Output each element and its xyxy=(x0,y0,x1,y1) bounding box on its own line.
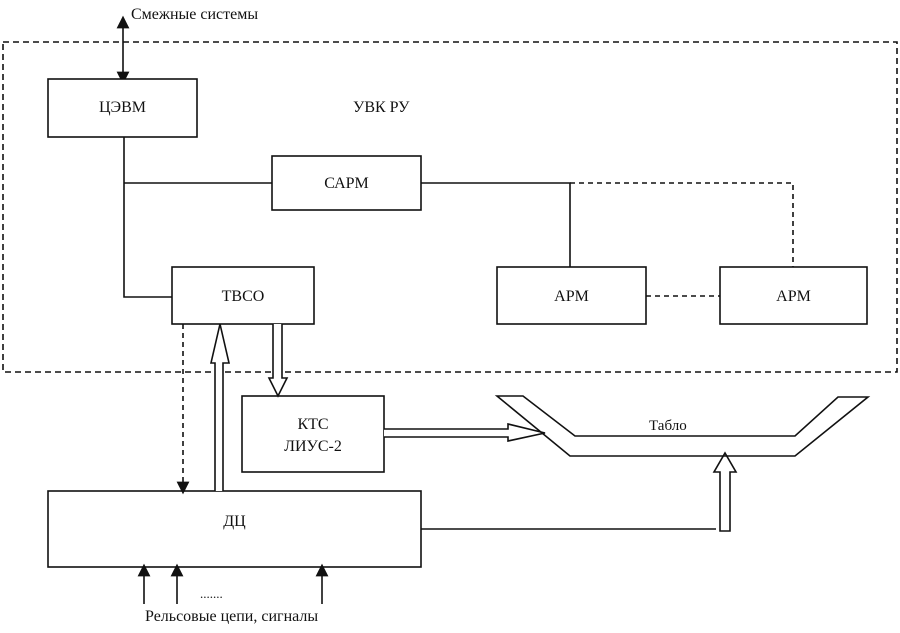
block-kts-lius xyxy=(241,395,385,473)
system-label: УВК РУ xyxy=(353,99,410,116)
block-kts-label-2: ЛИУС-2 xyxy=(284,438,342,455)
hollow-arrow-dc-to-tablo xyxy=(712,451,738,532)
system-boundary xyxy=(2,41,898,373)
bus-sarm-arm xyxy=(421,182,571,267)
inputs-label: Рельсовые цепи, сигналы xyxy=(145,608,319,625)
hollow-arrow-kts-to-tablo xyxy=(384,422,546,442)
external-systems-label: Смежные системы xyxy=(131,6,259,23)
tablo-label: Табло xyxy=(649,418,687,434)
inputs-ellipsis: ....... xyxy=(200,586,223,601)
block-sarm xyxy=(271,155,422,211)
block-arm-2-label: АРМ xyxy=(776,288,811,305)
block-dc-label: ДЦ xyxy=(223,513,246,530)
block-cevm xyxy=(47,78,198,138)
hollow-arrow-tvso-to-kts xyxy=(267,324,289,398)
block-tvso xyxy=(171,266,315,325)
block-kts-label-1: КТС xyxy=(297,416,329,433)
bus-cevm-tvso xyxy=(123,137,172,298)
block-sarm-label: САРМ xyxy=(324,175,369,192)
tablo-shape xyxy=(494,395,871,457)
block-tvso-label: ТВСО xyxy=(221,288,265,305)
dashed-sarm-arm2 xyxy=(570,182,794,267)
block-cevm-label: ЦЭВМ xyxy=(98,99,146,116)
block-dc xyxy=(47,490,422,568)
block-arm-1-label: АРМ xyxy=(554,288,589,305)
hollow-arrow-dc-to-tvso xyxy=(209,323,231,491)
